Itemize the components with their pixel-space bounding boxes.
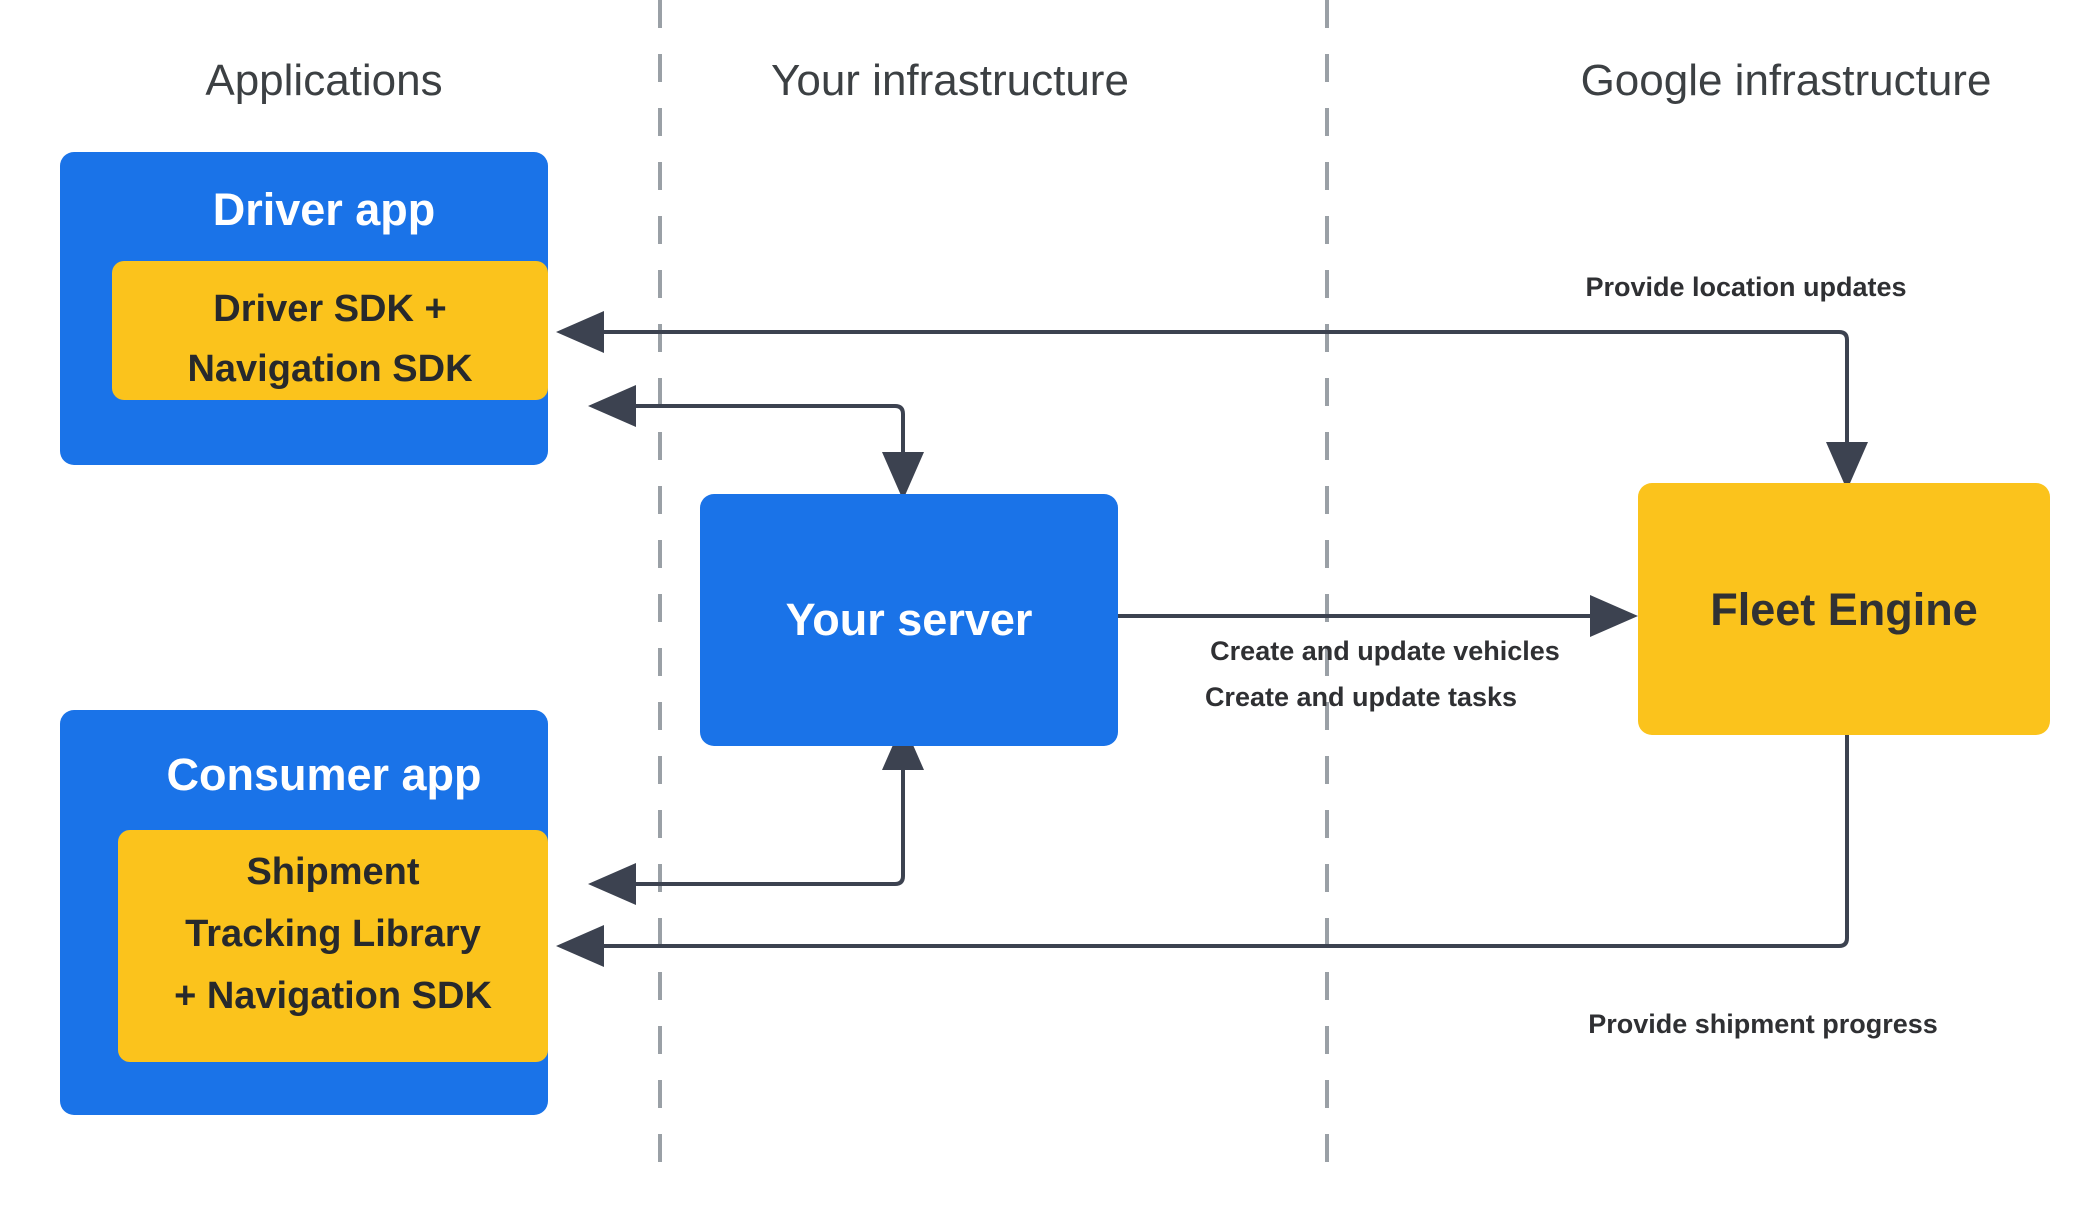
arrowhead-location-updates-to-fleet-engine [1826, 442, 1868, 490]
shipment-tracking-line-3: + Navigation SDK [174, 975, 492, 1017]
connector-shipment-progress [588, 735, 1849, 948]
shipment-tracking-line-1: Shipment [246, 851, 419, 893]
column-header-google-infrastructure: Google infrastructure [1581, 56, 1992, 105]
node-consumer-app[interactable]: Consumer app Shipment Tracking Library +… [60, 710, 548, 1115]
label-create-and-update-vehicles: Create and update vehicles [1210, 636, 1560, 666]
arrowhead-server-to-driver-app [588, 385, 636, 427]
column-header-applications: Applications [205, 56, 442, 105]
driver-app-title: Driver app [213, 184, 436, 235]
label-provide-location-updates: Provide location updates [1585, 272, 1906, 302]
connector-location-updates [588, 330, 1849, 483]
arrowhead-location-updates-to-driver-sdk [556, 311, 604, 353]
driver-sdk-line-1: Driver SDK + [213, 288, 446, 330]
arrowhead-server-to-consumer [588, 863, 636, 905]
driver-sdk-line-2: Navigation SDK [187, 348, 473, 390]
connector-server-to-driver-app [615, 404, 905, 494]
fleet-engine-title: Fleet Engine [1710, 584, 1978, 635]
column-header-your-infrastructure: Your infrastructure [771, 56, 1129, 105]
label-provide-shipment-progress: Provide shipment progress [1588, 1009, 1938, 1039]
driver-sdk-box[interactable] [112, 261, 548, 400]
shipment-tracking-box[interactable] [118, 830, 548, 1062]
your-server-box [700, 494, 1118, 746]
node-driver-app[interactable]: Driver app Driver SDK + Navigation SDK [60, 152, 548, 465]
shipment-tracking-line-2: Tracking Library [185, 913, 481, 955]
node-your-server[interactable]: Your server [700, 494, 1118, 746]
arrowhead-shipment-progress-to-consumer [556, 925, 604, 967]
arrowhead-server-to-fleet-engine [1590, 595, 1638, 637]
arrowhead-server-to-driver-down [882, 452, 924, 500]
consumer-app-title: Consumer app [166, 749, 481, 800]
node-fleet-engine[interactable]: Fleet Engine [1638, 483, 2050, 735]
label-create-and-update-tasks: Create and update tasks [1205, 682, 1517, 712]
fleet-engine-box [1638, 483, 2050, 735]
your-server-title: Your server [786, 594, 1033, 645]
connector-consumer-to-server [615, 728, 905, 886]
